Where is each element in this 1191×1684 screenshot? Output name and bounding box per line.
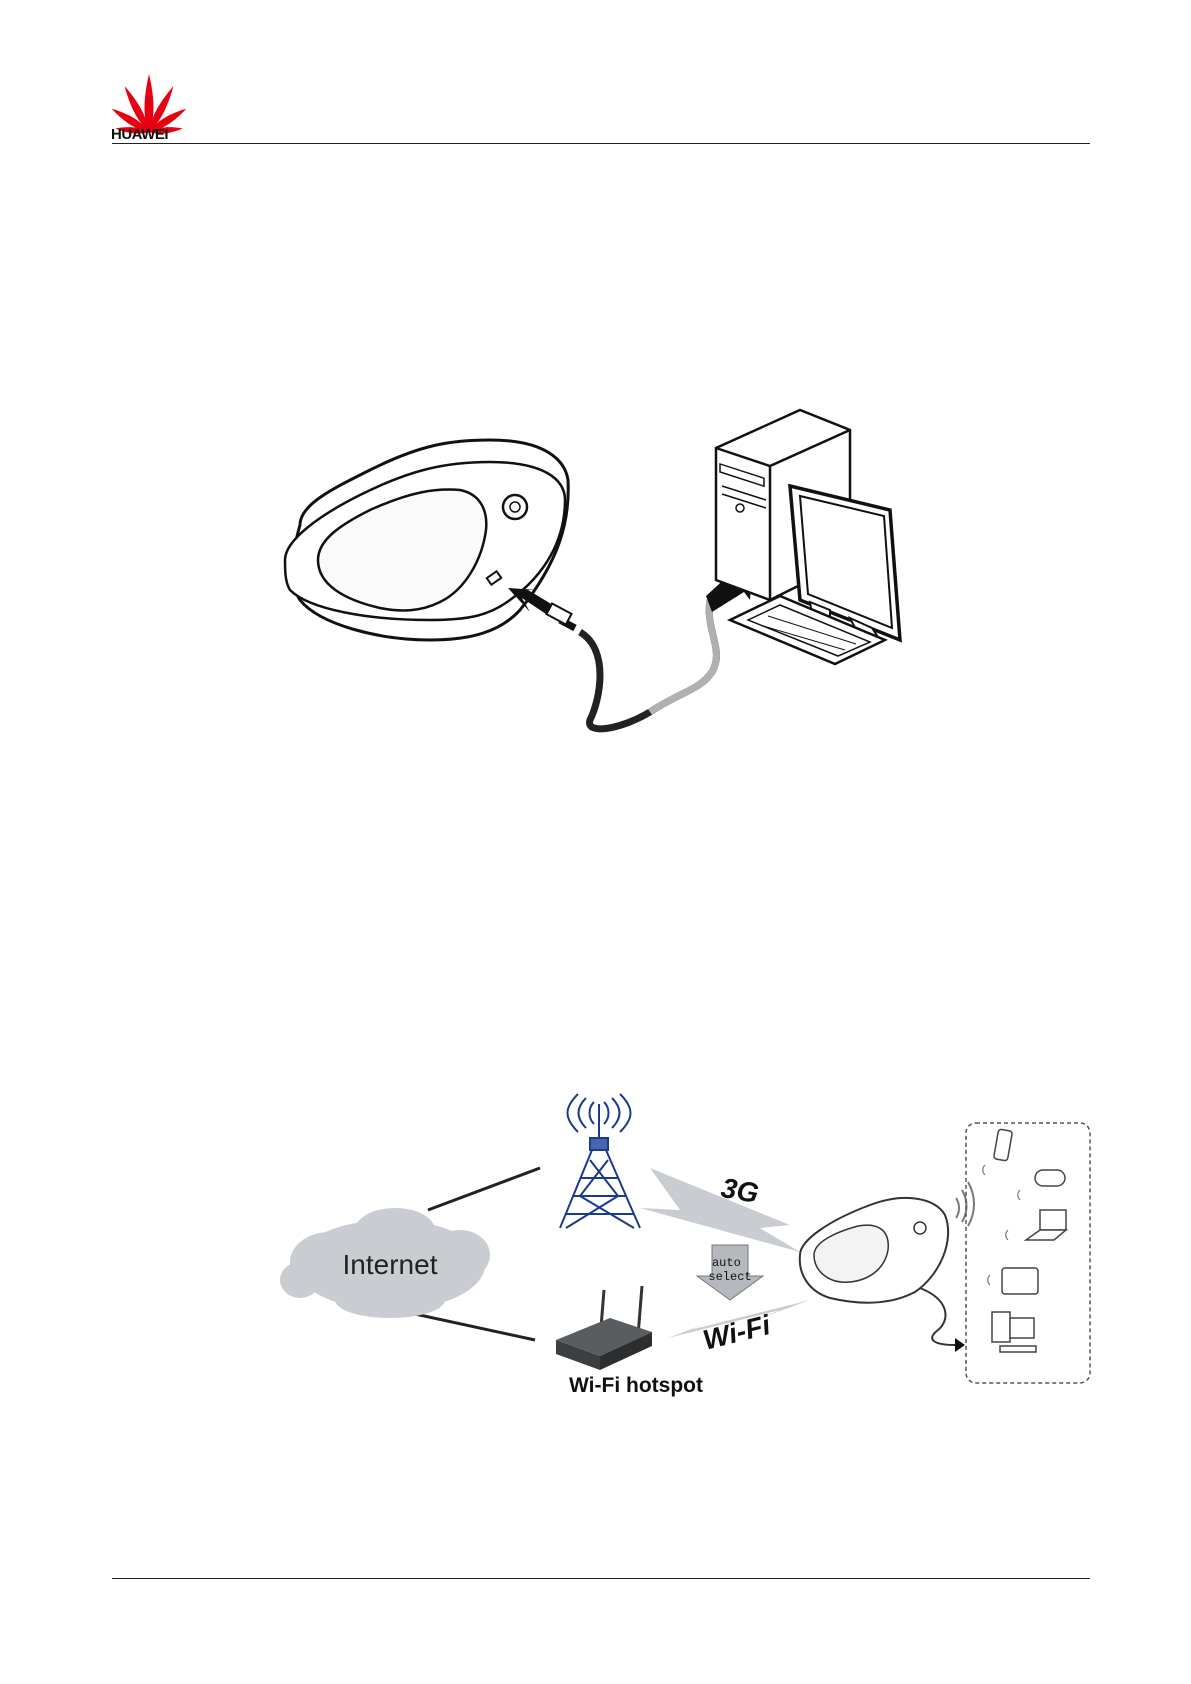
usb-cable-icon	[920, 1288, 965, 1352]
3g-label: 3G	[719, 1172, 761, 1209]
wifi-signal-icon	[956, 1182, 974, 1226]
laptop-icon	[1026, 1210, 1066, 1240]
smartphone-icon	[994, 1129, 1013, 1161]
cloud-to-tower-line	[428, 1168, 540, 1210]
cloud-to-hotspot-line	[415, 1314, 535, 1340]
desktop-computer-icon	[992, 1312, 1036, 1352]
footer-divider	[112, 1578, 1090, 1579]
mobile-wifi-device-icon	[800, 1198, 948, 1303]
wifi-router-icon	[556, 1286, 652, 1370]
hotspot-label: Wi-Fi hotspot	[569, 1374, 703, 1397]
cell-tower-icon	[560, 1094, 640, 1228]
auto-select-label-line2: select	[708, 1270, 751, 1284]
tablet-icon	[1002, 1268, 1038, 1294]
auto-select-label: auto	[712, 1256, 741, 1270]
client-devices-box	[966, 1123, 1090, 1383]
3g-link-icon	[640, 1168, 800, 1252]
wifi-label: Wi-Fi	[700, 1309, 775, 1356]
wifi-signal-icon	[983, 1165, 1020, 1285]
auto-select-label: auto select	[708, 1256, 751, 1284]
cloud-label: Internet	[343, 1249, 438, 1280]
game-console-icon	[1035, 1170, 1065, 1186]
